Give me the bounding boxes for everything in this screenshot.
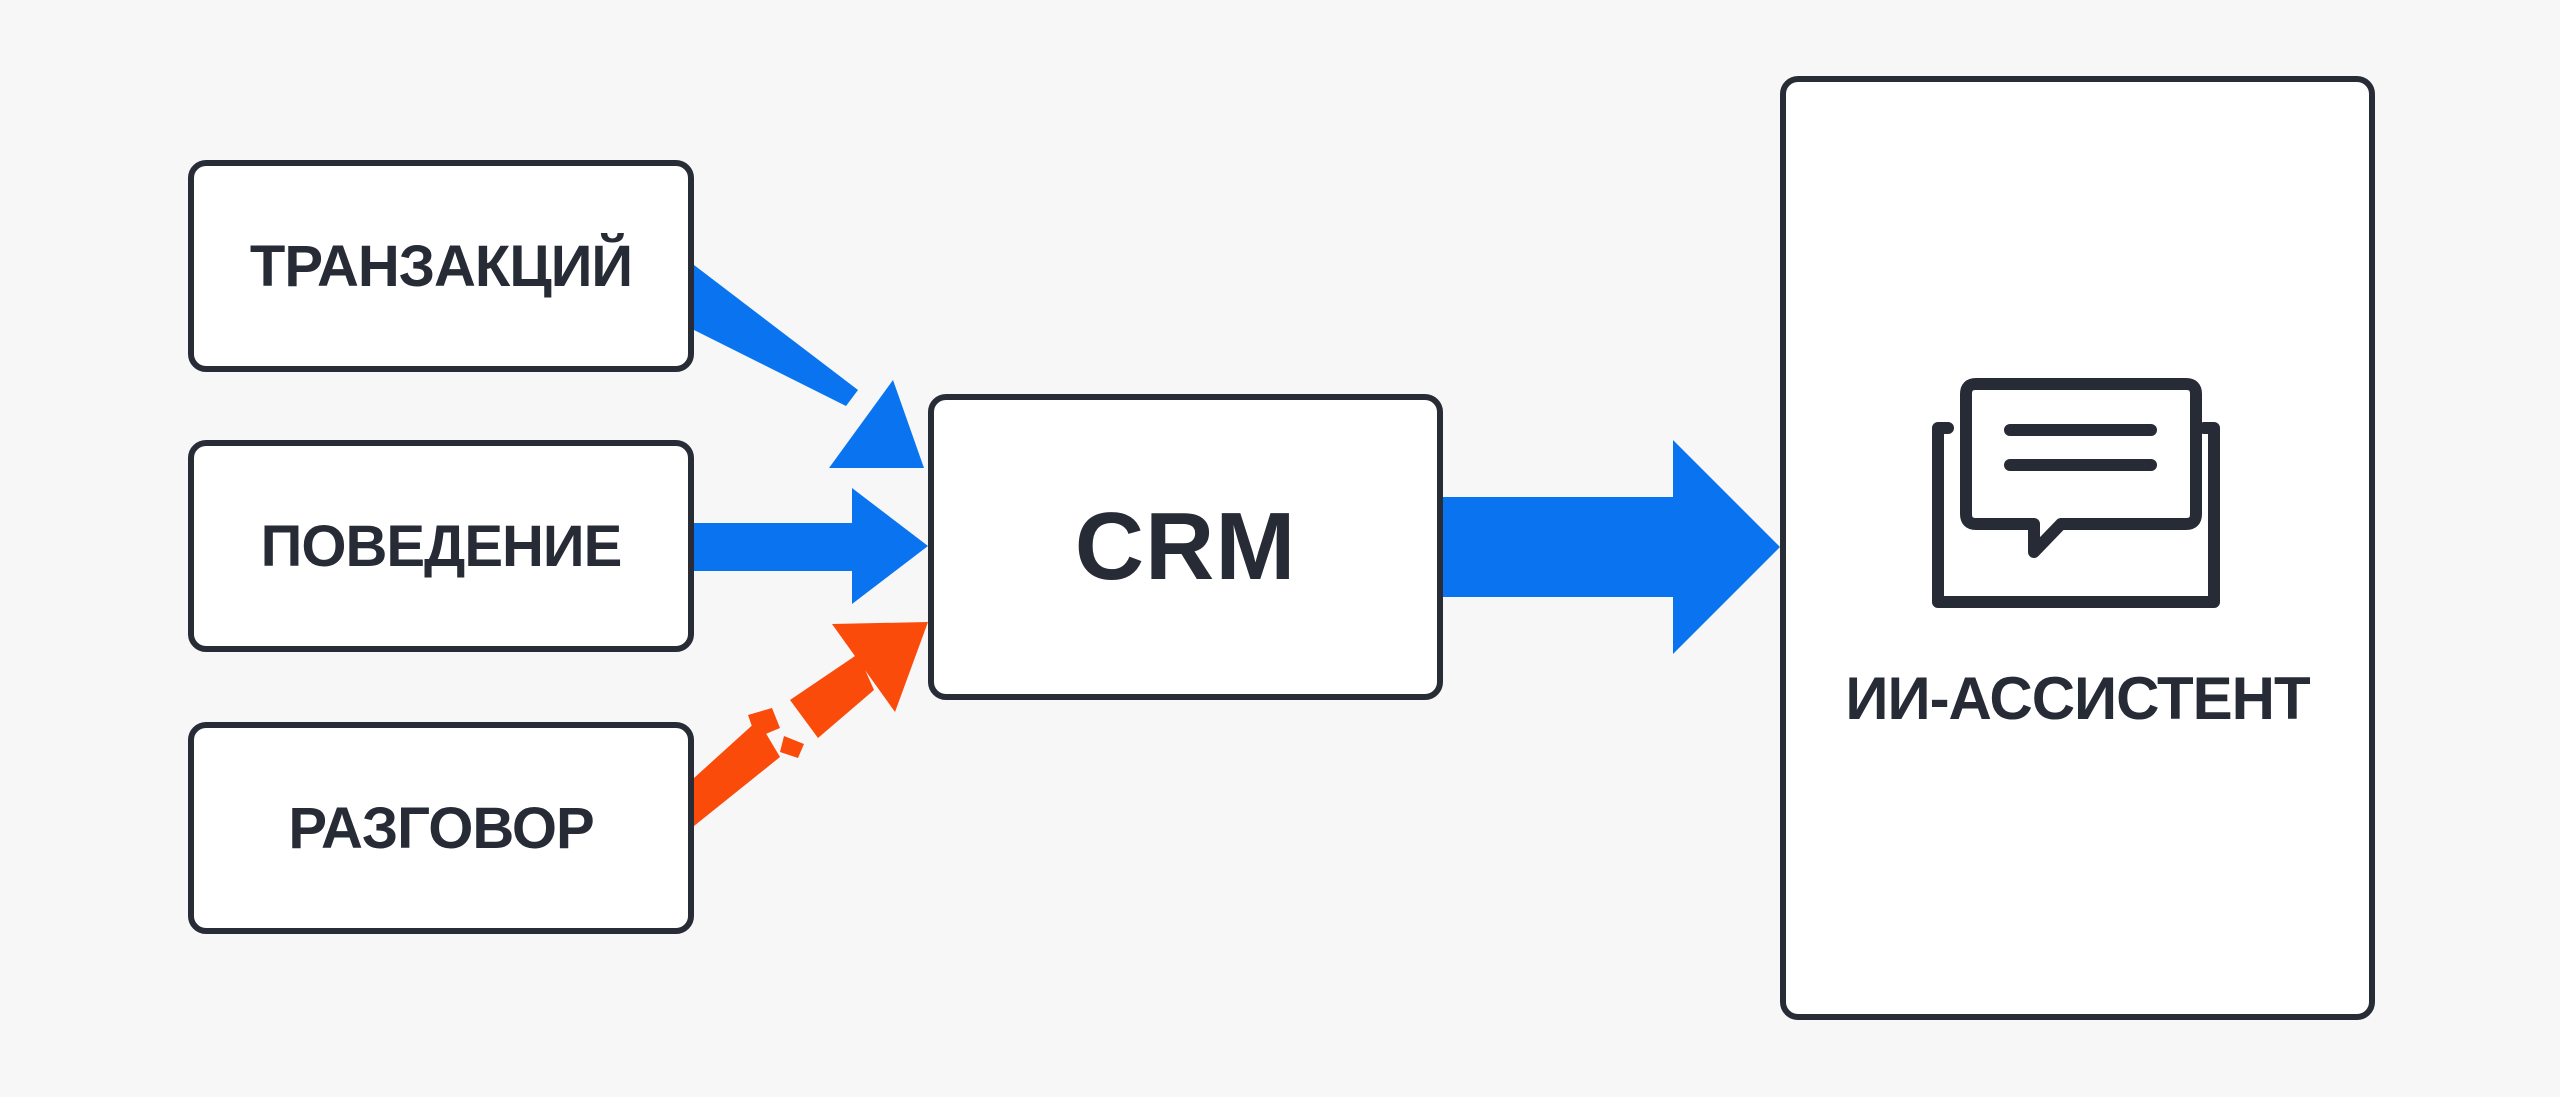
arrow-conversation-to-crm: [694, 622, 928, 826]
node-label: ПОВЕДЕНИЕ: [260, 513, 623, 579]
arrow-shaft: [694, 265, 858, 406]
arrow-head: [852, 488, 928, 604]
arrow-head: [832, 622, 928, 712]
arrow-behavior-to-crm: [694, 488, 928, 604]
arrow-break-fragment: [748, 708, 780, 738]
node-label: ТРАНЗАКЦИЙ: [249, 233, 633, 299]
ai-assistant-panel: ИИ-АССИСТЕНТ: [1780, 76, 2375, 1020]
ai-assistant-label: ИИ-АССИСТЕНТ: [1845, 665, 2310, 732]
crm-node: CRM: [928, 394, 1443, 700]
chat-tray-outline: [1932, 422, 2220, 608]
source-node-transactions: ТРАНЗАКЦИЙ: [188, 160, 694, 372]
arrow-shaft-segment: [790, 654, 874, 738]
chat-bubble-outline: [1960, 378, 2202, 558]
node-label: CRM: [1074, 493, 1297, 600]
source-node-behavior: ПОВЕДЕНИЕ: [188, 440, 694, 652]
arrow-transactions-to-crm: [694, 265, 924, 468]
arrow-shaft: [694, 523, 856, 571]
arrow-shaft: [1443, 497, 1675, 597]
arrow-shaft-segment: [694, 720, 780, 826]
arrow-head: [1673, 440, 1780, 654]
chat-bubble-icon: [1932, 378, 2220, 608]
arrow-crm-to-assistant: [1443, 440, 1780, 654]
source-node-conversation: РАЗГОВОР: [188, 722, 694, 934]
arrow-head: [829, 380, 924, 468]
arrow-break-fragment: [780, 736, 804, 758]
node-label: РАЗГОВОР: [288, 795, 594, 861]
